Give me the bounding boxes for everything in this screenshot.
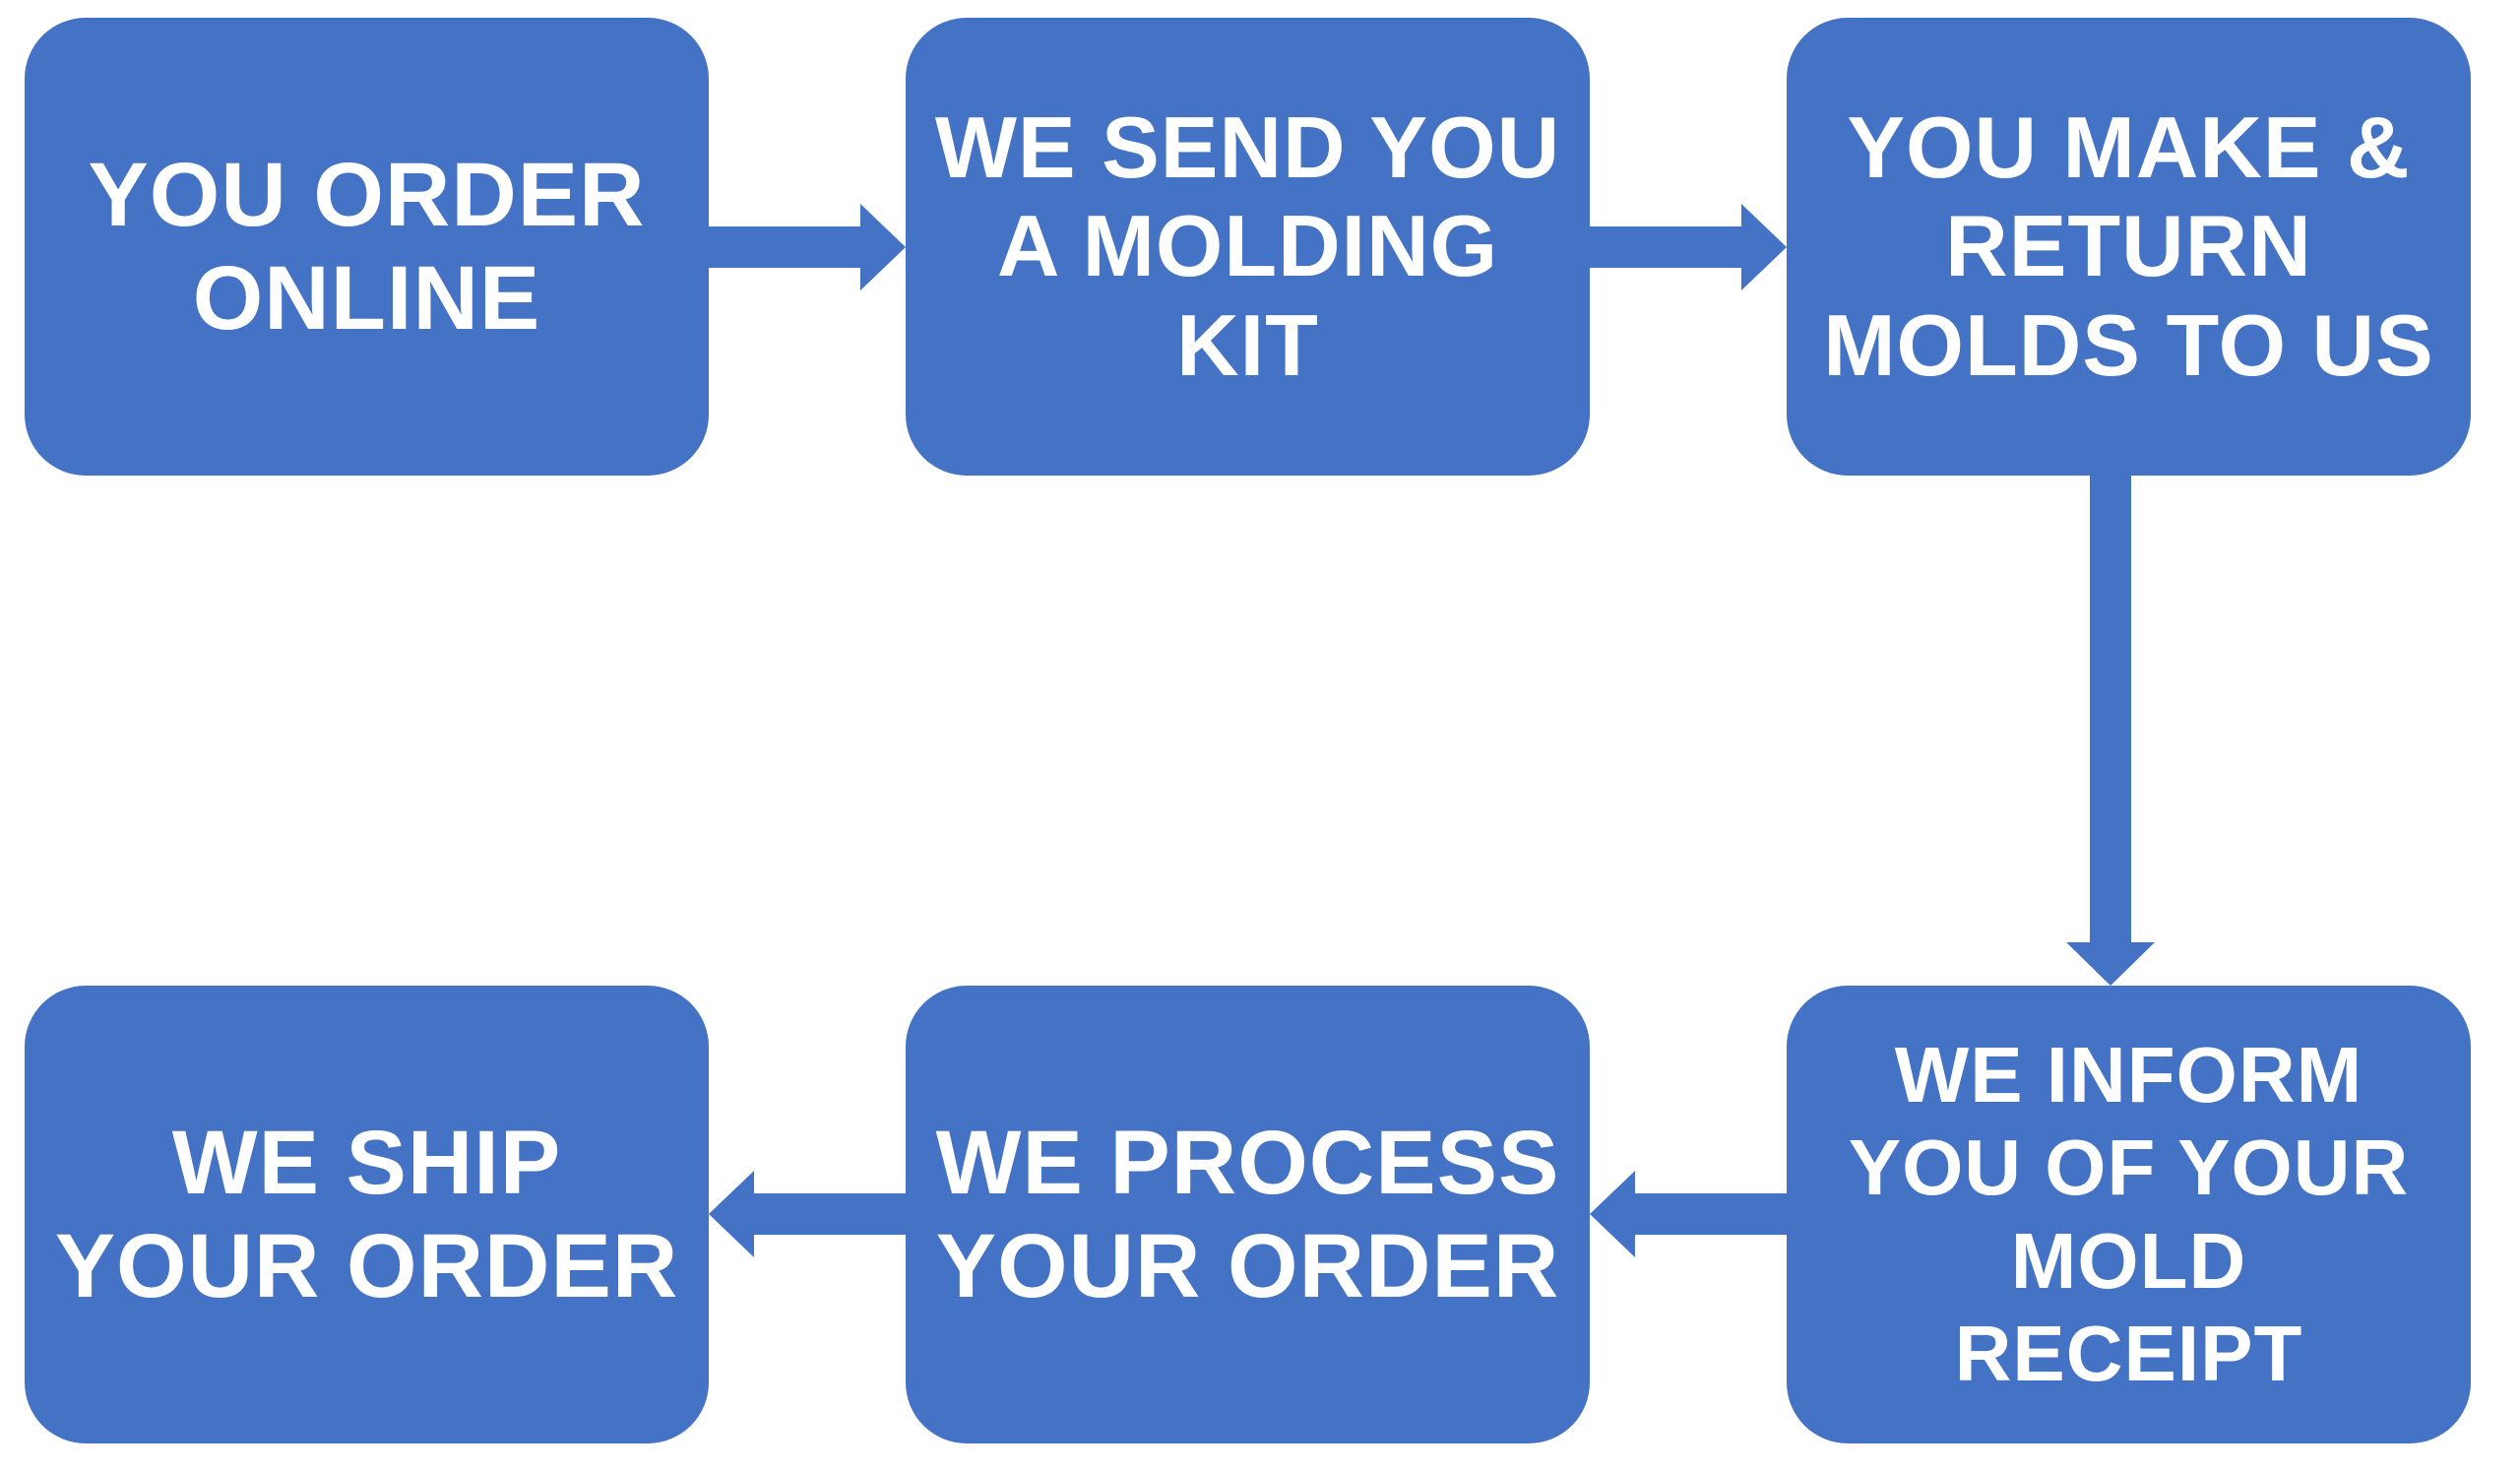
arrow-stem: [1635, 1193, 1787, 1235]
arrow-down-icon: [2066, 942, 2155, 986]
arrow-right-icon: [1741, 204, 1787, 290]
step-label-ship-order: WE SHIP YOUR ORDER: [54, 1112, 679, 1316]
step-label-make-return-molds: YOU MAKE & RETURN MOLDS TO US: [1823, 98, 2434, 394]
arrow-stem: [754, 1193, 906, 1235]
step-label-inform-mold-receipt: WE INFORM YOU OF YOUR MOLD RECEIPT: [1848, 1030, 2410, 1397]
step-label-process-order: WE PROCESS YOUR ORDER: [935, 1112, 1560, 1316]
step-label-send-molding-kit: WE SEND YOU A MOLDING KIT: [934, 98, 1561, 394]
arrow-stem: [709, 226, 860, 268]
arrow-right-icon: [860, 204, 906, 290]
step-box-make-return-molds: YOU MAKE & RETURN MOLDS TO US: [1787, 18, 2471, 476]
step-box-order-online: YOU ORDER ONLINE: [25, 18, 709, 476]
arrow-left-icon: [709, 1171, 754, 1257]
step-box-ship-order: WE SHIP YOUR ORDER: [25, 986, 709, 1443]
arrow-left-icon: [1590, 1171, 1635, 1257]
arrow-stem: [2090, 474, 2131, 942]
arrow-stem: [1590, 226, 1741, 268]
step-box-process-order: WE PROCESS YOUR ORDER: [906, 986, 1590, 1443]
step-box-inform-mold-receipt: WE INFORM YOU OF YOUR MOLD RECEIPT: [1787, 986, 2471, 1443]
step-label-order-online: YOU ORDER ONLINE: [88, 144, 646, 349]
step-box-send-molding-kit: WE SEND YOU A MOLDING KIT: [906, 18, 1590, 476]
